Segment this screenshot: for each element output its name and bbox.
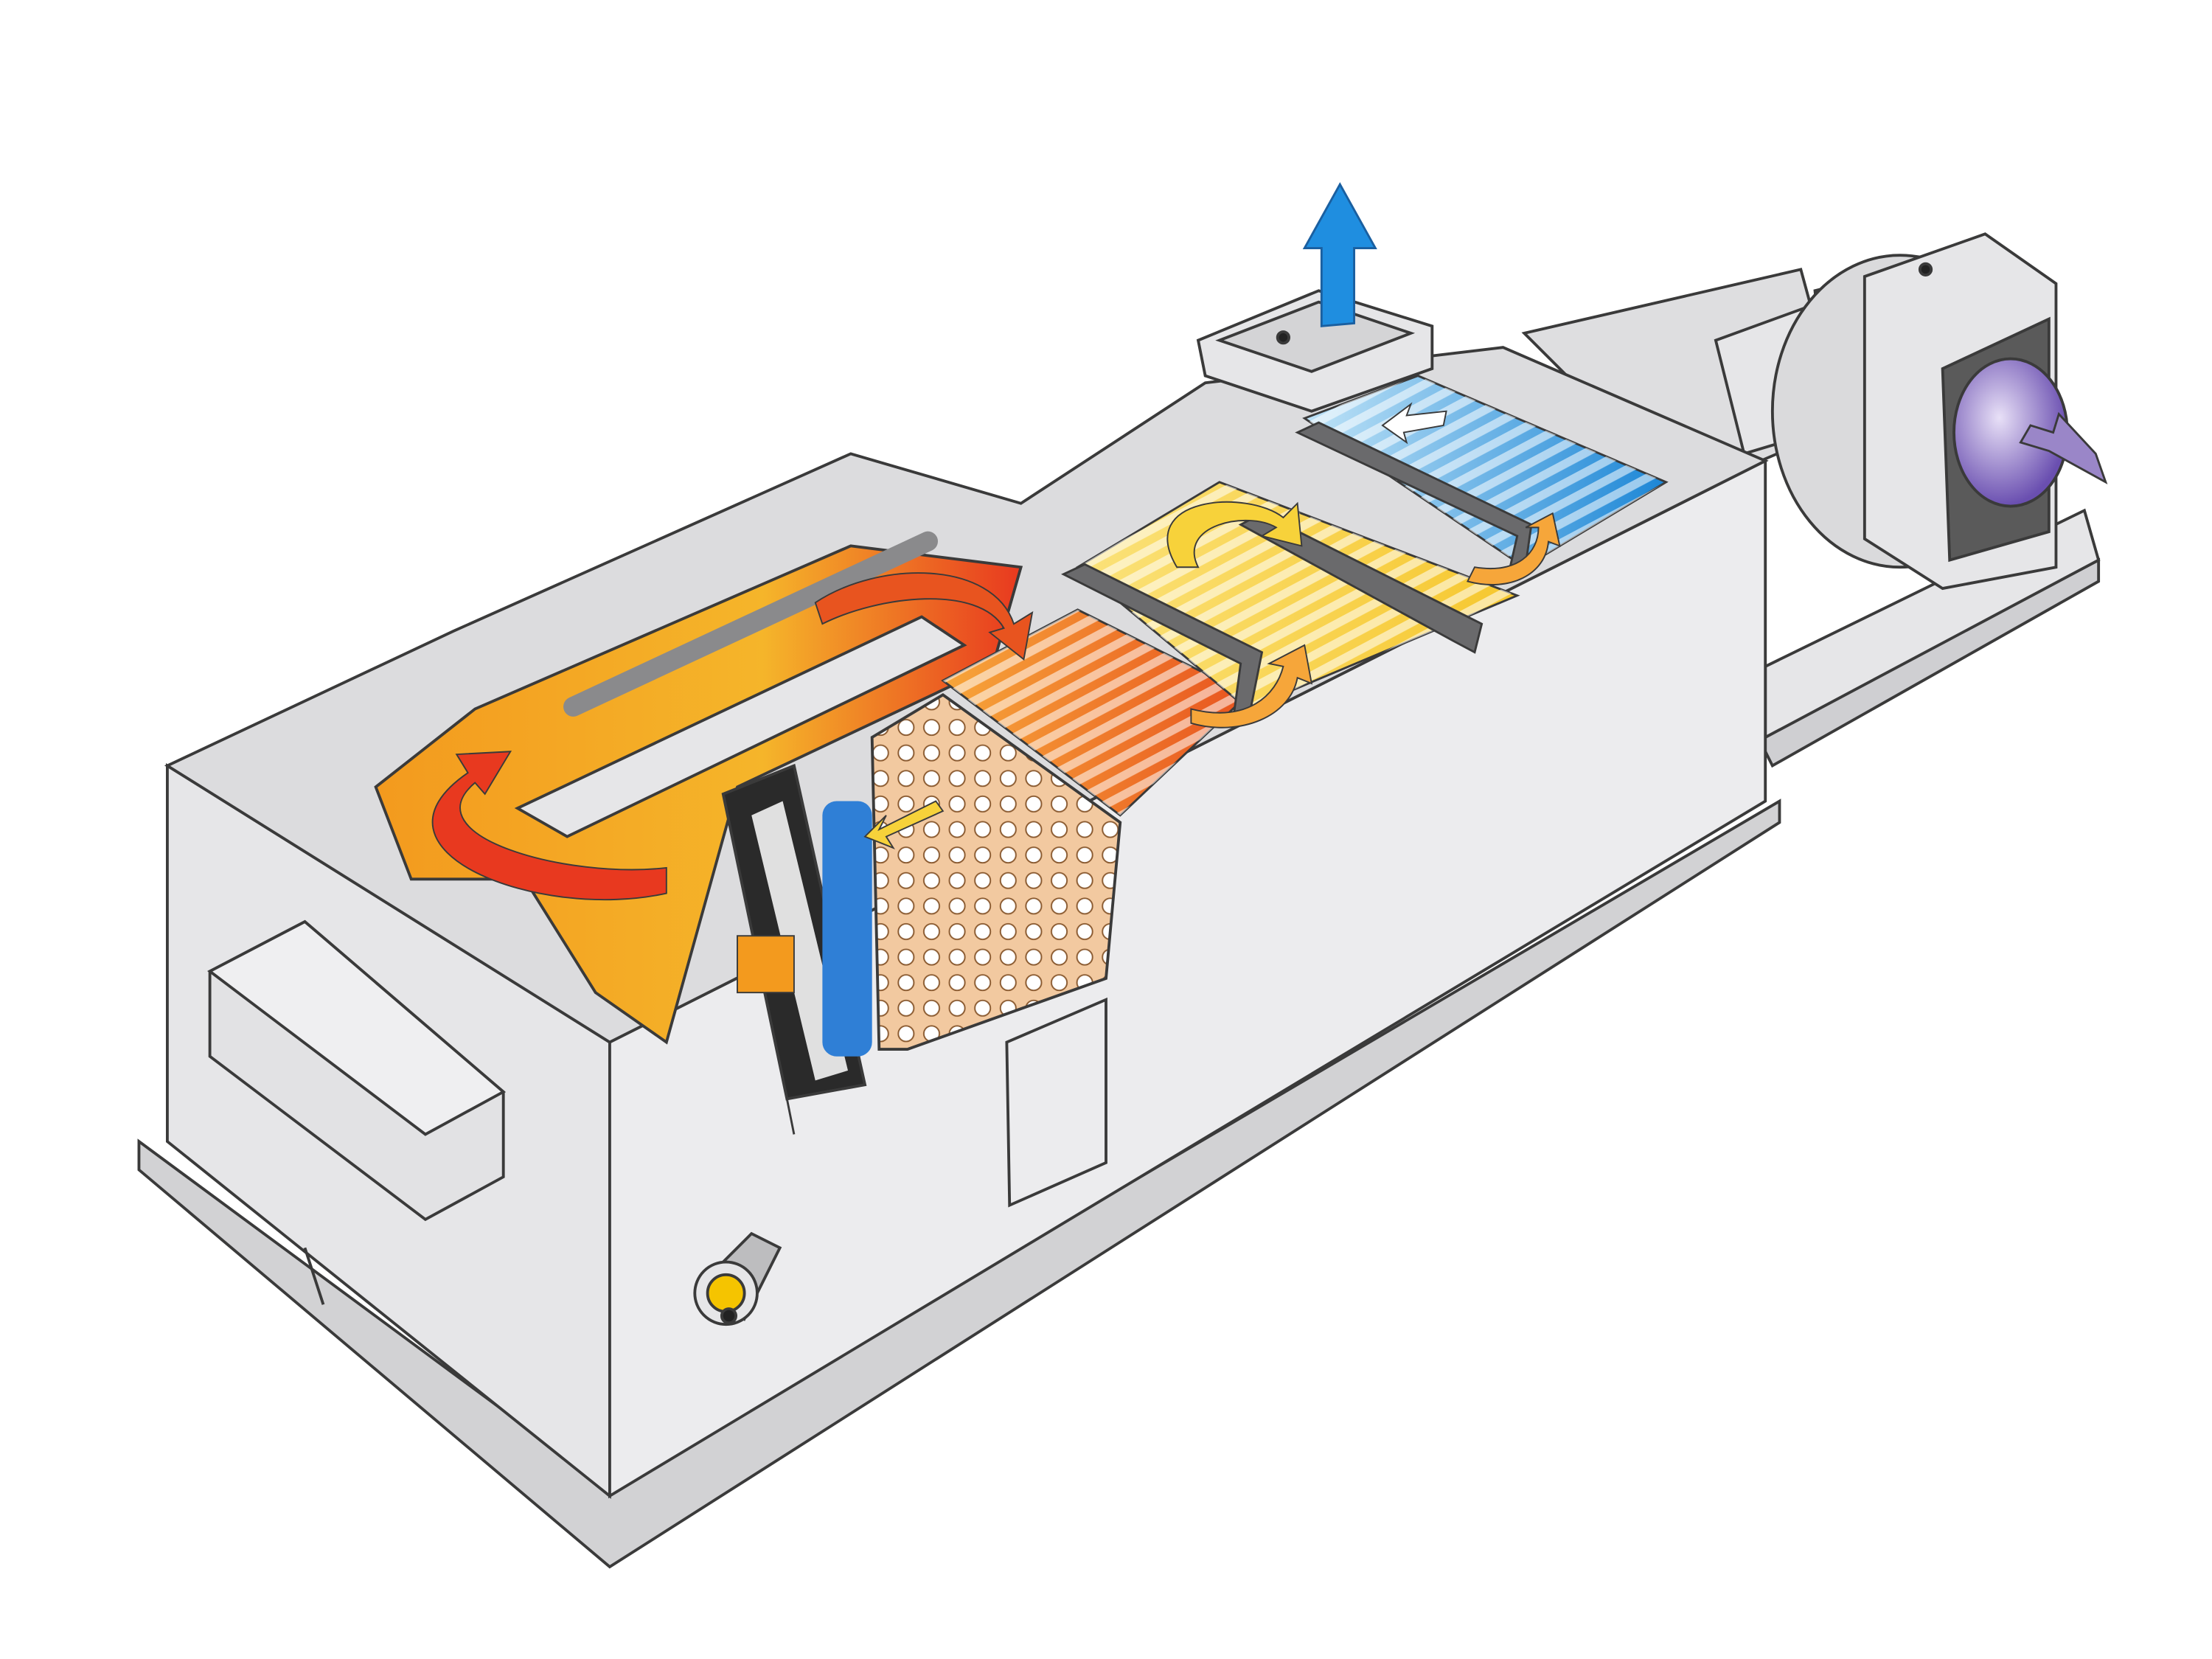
access-door[interactable] <box>1005 997 1107 1208</box>
tube-sheet <box>870 693 1122 1051</box>
air-inlet-arrow-icon <box>2019 411 2108 484</box>
inspection-window <box>207 919 507 1222</box>
exhaust-up-arrow-icon <box>1302 182 1377 327</box>
burner-port <box>693 1231 782 1326</box>
exhaust-stack <box>1196 289 1434 413</box>
furnace-baffle <box>514 615 967 838</box>
burner-block <box>737 935 795 994</box>
flow-arrow-icons <box>431 402 1561 901</box>
fan-housing <box>1770 232 2069 591</box>
